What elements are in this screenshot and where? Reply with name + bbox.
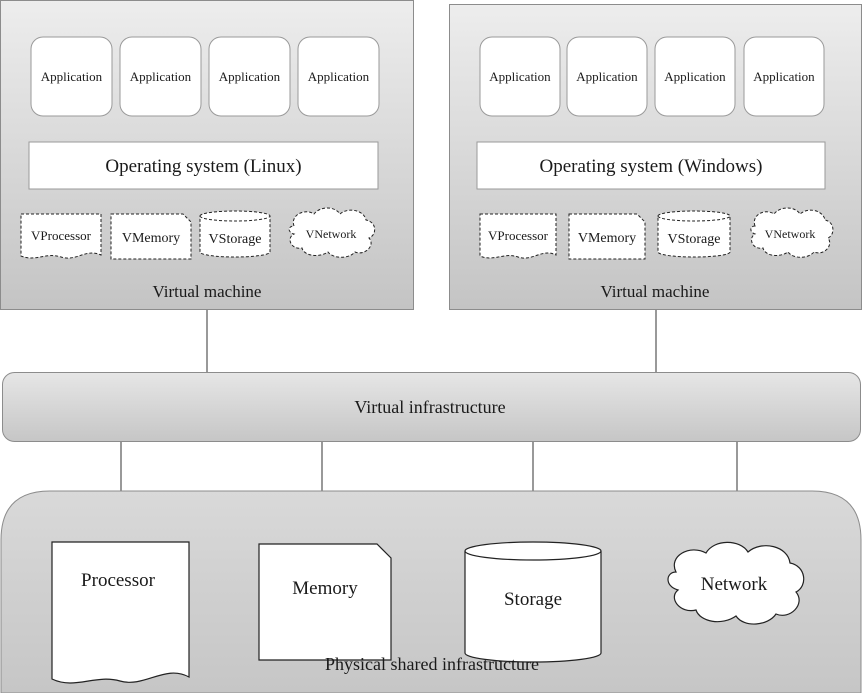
application-box: Application [119, 36, 202, 117]
vstorage-label: VStorage [668, 232, 721, 247]
memory-label: Memory [292, 578, 358, 599]
processor-icon: Processor [51, 541, 190, 684]
storage-label: Storage [504, 589, 562, 610]
network-label: Network [701, 574, 768, 595]
application-label: Application [308, 69, 370, 84]
virtual-machine-label: Virtual machine [153, 282, 262, 301]
operating-system-label: Operating system (Linux) [105, 156, 301, 177]
vnetwork-label: VNetwork [306, 227, 357, 241]
application-label: Application [219, 69, 281, 84]
application-box: Application [743, 36, 825, 117]
vprocessor-icon: VProcessor [20, 213, 102, 259]
vmemory-icon: VMemory [110, 213, 192, 260]
application-box: Application [208, 36, 291, 117]
operating-system-box: Operating system (Windows) [476, 141, 826, 190]
physical-infrastructure-panel: Processor Memory Storage Network Physica… [0, 490, 862, 693]
vprocessor-icon: VProcessor [479, 213, 557, 259]
vnetwork-icon: VNetwork [750, 207, 834, 258]
virtual-machine-linux: Application Application Application Appl… [0, 0, 414, 310]
application-box: Application [30, 36, 113, 117]
application-box: Application [297, 36, 380, 117]
virtual-machine-windows: Application Application Application Appl… [449, 4, 862, 310]
application-label: Application [576, 69, 638, 84]
vmemory-label: VMemory [122, 231, 180, 246]
vprocessor-label: VProcessor [31, 228, 92, 243]
application-box: Application [654, 36, 736, 117]
virtual-machine-label: Virtual machine [601, 282, 710, 301]
vstorage-icon: VStorage [657, 210, 731, 258]
storage-icon: Storage [464, 541, 602, 663]
vnetwork-label: VNetwork [765, 227, 816, 241]
vprocessor-label: VProcessor [488, 228, 549, 243]
vstorage-label: VStorage [209, 232, 262, 247]
application-label: Application [664, 69, 726, 84]
vstorage-icon: VStorage [199, 210, 271, 258]
virtual-infrastructure-bar: Virtual infrastructure [2, 372, 861, 442]
physical-infrastructure-label: Physical shared infrastructure [325, 654, 539, 674]
application-box: Application [566, 36, 648, 117]
network-cloud-icon: Network [667, 541, 805, 625]
application-label: Application [753, 69, 815, 84]
vmemory-label: VMemory [578, 231, 636, 246]
application-label: Application [130, 69, 192, 84]
operating-system-box: Operating system (Linux) [28, 141, 379, 190]
vnetwork-icon: VNetwork [288, 207, 376, 258]
virtual-infrastructure-label: Virtual infrastructure [354, 397, 505, 417]
application-label: Application [41, 69, 103, 84]
application-box: Application [479, 36, 561, 117]
processor-label: Processor [81, 570, 156, 591]
operating-system-label: Operating system (Windows) [540, 156, 763, 177]
vmemory-icon: VMemory [568, 213, 646, 260]
application-label: Application [489, 69, 551, 84]
memory-icon: Memory [258, 543, 392, 661]
